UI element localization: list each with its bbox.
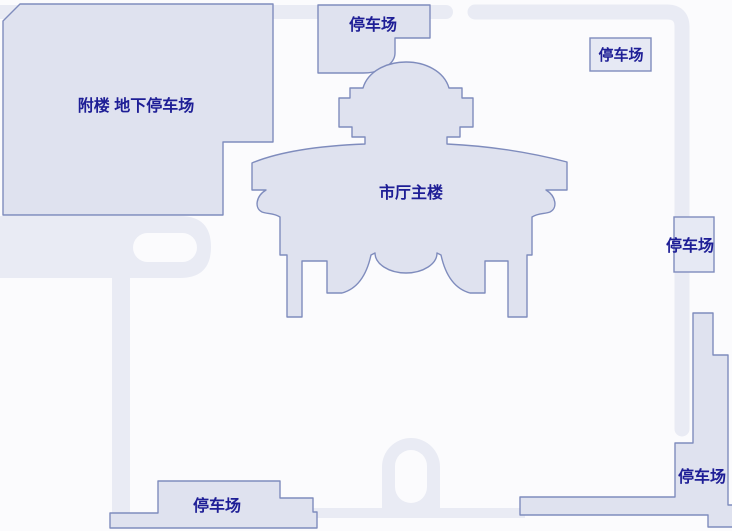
parking-bottom-label: 停车场 (193, 496, 241, 515)
road-left-block (0, 216, 211, 278)
road-left-vertical (112, 264, 130, 518)
road-top-right-corner (467, 4, 690, 437)
parking-top-right-area[interactable] (589, 37, 652, 72)
main-building-area[interactable] (251, 61, 568, 318)
parking-right-area[interactable] (673, 216, 715, 273)
parking-top-label: 停车场 (349, 15, 397, 34)
annex-building-area[interactable] (2, 3, 274, 216)
parking-top-right-label: 停车场 (598, 46, 643, 64)
road-island-left (133, 233, 197, 262)
main-building-label: 市厅主楼 (379, 183, 443, 202)
parking-right-label: 停车场 (666, 236, 714, 255)
annex-label: 附楼 地下停车场 (78, 96, 194, 115)
parking-bottom-right-label: 停车场 (678, 467, 726, 486)
parking-bottom-area[interactable] (109, 480, 318, 529)
road-island-bottom (395, 450, 427, 503)
parking-bottom-right-area[interactable] (519, 312, 732, 528)
